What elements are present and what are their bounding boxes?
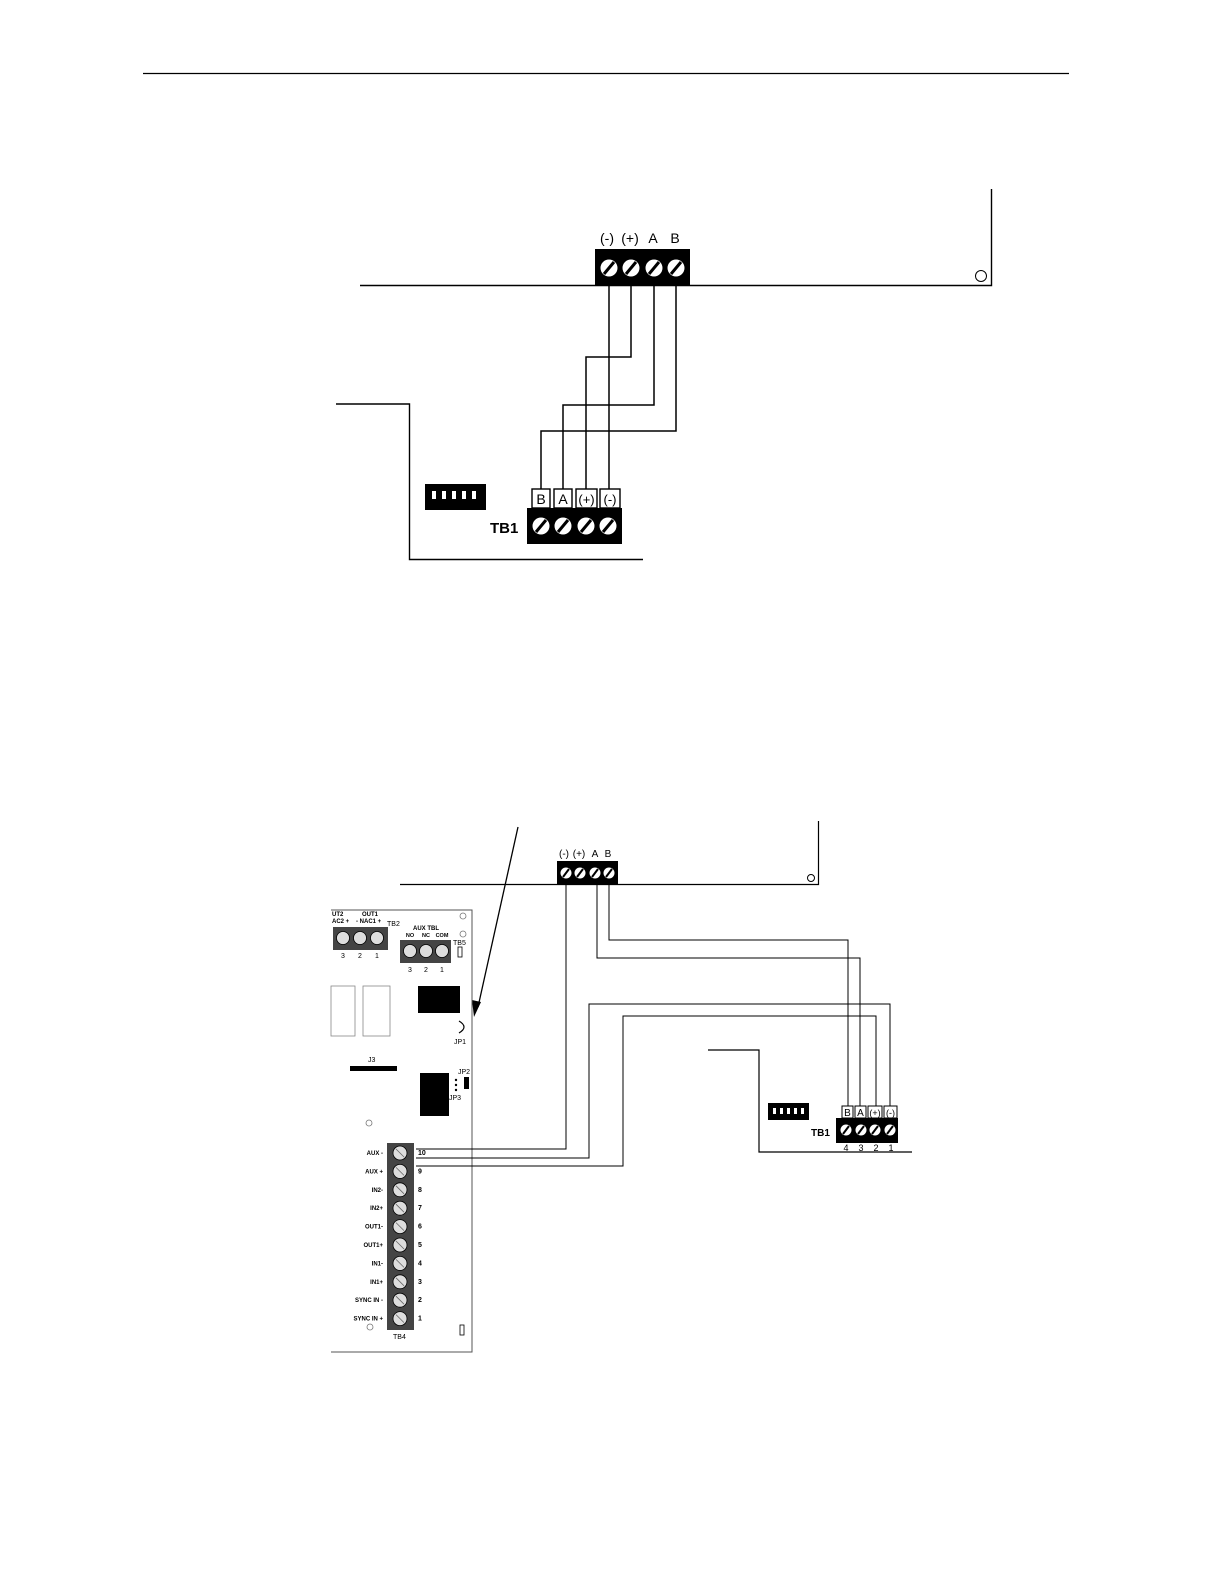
bottom-module-num-3: 3 bbox=[858, 1143, 863, 1153]
tb5-terminals bbox=[400, 940, 451, 963]
bottom-module-label-neg: (-) bbox=[886, 1108, 895, 1118]
pointer-arrowhead bbox=[472, 1000, 481, 1017]
jp3-pins bbox=[455, 1079, 457, 1091]
tb4-row-name: IN1- bbox=[372, 1261, 383, 1267]
top-module-tb1-label: TB1 bbox=[490, 520, 518, 537]
wire-b bbox=[609, 885, 848, 1113]
tb4-row-number: 4 bbox=[418, 1260, 422, 1267]
tb2-num-2: 2 bbox=[358, 953, 362, 960]
tb4-row-name: IN2- bbox=[372, 1188, 383, 1194]
bottom-wires bbox=[416, 885, 890, 1166]
top-module-label-pos: (+) bbox=[578, 492, 594, 507]
tb4-fuse bbox=[460, 1325, 464, 1335]
bottom-module-label-pos: (+) bbox=[869, 1108, 880, 1118]
bottom-host-label-pos: (+) bbox=[573, 849, 586, 860]
jp2-label: JP2 bbox=[458, 1069, 470, 1076]
jp2-pins bbox=[464, 1077, 469, 1089]
tb2-sub-1: AC2 + bbox=[332, 919, 350, 925]
tb2-terminals bbox=[333, 927, 388, 950]
top-host-label-a: A bbox=[648, 230, 658, 246]
top-diagram: (-) (+) A B bbox=[336, 189, 992, 560]
aux-tbl-title: AUX TBL bbox=[413, 926, 439, 932]
aux-tbl-num-1: 1 bbox=[440, 967, 444, 974]
wire-a bbox=[597, 885, 860, 1113]
tb4-row-name: SYNC IN - bbox=[355, 1298, 383, 1304]
bottom-module-num-4: 4 bbox=[843, 1143, 848, 1153]
tb4-row-number: 5 bbox=[418, 1242, 422, 1249]
tb2-header-1: UT2 bbox=[332, 912, 344, 918]
tb4-row-names: AUX - AUX + IN2- IN2+ OUT1- OUT1+ IN1- IN1+ SYNC… bbox=[353, 1151, 383, 1323]
tb4-row-name: OUT1- bbox=[365, 1225, 383, 1231]
aux-tbl-no: NO bbox=[406, 933, 415, 939]
aux-tbl-num-2: 2 bbox=[424, 967, 428, 974]
top-host-label-b: B bbox=[670, 230, 679, 246]
top-host-label-pos: (+) bbox=[621, 230, 639, 246]
relay-2 bbox=[363, 986, 390, 1036]
bottom-module-label-b: B bbox=[844, 1108, 851, 1119]
bottom-module-label-a: A bbox=[857, 1108, 864, 1119]
tb4-row-name: OUT1+ bbox=[363, 1243, 383, 1249]
tb4-row-numbers: 10 9 8 7 6 5 4 3 2 1 bbox=[418, 1150, 426, 1323]
aux-tbl-nc: NC bbox=[422, 933, 430, 939]
tb5-label: TB5 bbox=[453, 940, 466, 947]
tb4-row-number: 3 bbox=[418, 1279, 422, 1286]
tb2-sub-2: - NAC1 + bbox=[356, 919, 382, 925]
pointer-line bbox=[478, 827, 518, 1007]
bottom-host-label-b: B bbox=[605, 849, 612, 860]
bottom-diagram: (-) (+) A B UT2 OUT1 AC2 + - NAC1 + TB2 bbox=[331, 821, 912, 1352]
tb4-row-name: AUX - bbox=[367, 1151, 383, 1157]
tb2-num-3: 3 bbox=[341, 953, 345, 960]
tb4-row-number: 6 bbox=[418, 1224, 422, 1231]
tb5-fuse bbox=[458, 947, 462, 957]
tb4-row-number: 8 bbox=[418, 1187, 422, 1194]
tb4-row-name: IN1+ bbox=[370, 1280, 383, 1286]
aux-tbl-num-3: 3 bbox=[408, 967, 412, 974]
ic-chip-1 bbox=[418, 986, 460, 1013]
tb4-row-name: AUX + bbox=[365, 1169, 383, 1175]
tb4-label: TB4 bbox=[393, 1334, 406, 1341]
bottom-dip-switch bbox=[768, 1103, 809, 1120]
tb2-header-2: OUT1 bbox=[362, 912, 379, 918]
bottom-host-label-neg: (-) bbox=[559, 849, 569, 860]
tb2-label: TB2 bbox=[387, 921, 400, 928]
top-module-label-b: B bbox=[536, 491, 545, 507]
top-wires bbox=[541, 286, 676, 489]
aux-tbl-com: COM bbox=[436, 933, 449, 939]
tb4-row-number: 7 bbox=[418, 1205, 422, 1212]
circuit-board: UT2 OUT1 AC2 + - NAC1 + TB2 3 2 1 AUX TB… bbox=[331, 910, 472, 1352]
tb4-row-name: SYNC IN + bbox=[353, 1317, 383, 1323]
relay-1 bbox=[331, 986, 355, 1036]
top-dip-switch bbox=[425, 484, 486, 510]
tb4-row-number: 9 bbox=[418, 1168, 422, 1175]
top-host-label-neg: (-) bbox=[600, 230, 614, 246]
tb4-row-name: IN2+ bbox=[370, 1206, 383, 1212]
bottom-host-label-a: A bbox=[592, 849, 599, 860]
bottom-module-tb1-label: TB1 bbox=[811, 1128, 830, 1139]
tb4-row-number: 1 bbox=[418, 1316, 422, 1323]
j3-label: J3 bbox=[368, 1057, 376, 1064]
jp1-label: JP1 bbox=[454, 1039, 466, 1046]
top-module-label-a: A bbox=[558, 491, 568, 507]
bottom-host-mount-hole bbox=[808, 875, 815, 882]
wire-pos-sense bbox=[416, 1016, 876, 1166]
jp3-label: JP3 bbox=[449, 1095, 461, 1102]
jp1-jumper bbox=[459, 1021, 464, 1033]
bottom-module-num-1: 1 bbox=[888, 1143, 893, 1153]
tb4-row-number: 2 bbox=[418, 1297, 422, 1304]
top-host-mount-hole bbox=[976, 271, 987, 282]
ic-chip-2 bbox=[420, 1073, 449, 1116]
j3-connector bbox=[350, 1066, 397, 1071]
bottom-module-num-2: 2 bbox=[873, 1143, 878, 1153]
tb2-num-1: 1 bbox=[375, 953, 379, 960]
tb4-row-number: 10 bbox=[418, 1150, 426, 1157]
top-module-label-neg: (-) bbox=[604, 492, 617, 507]
